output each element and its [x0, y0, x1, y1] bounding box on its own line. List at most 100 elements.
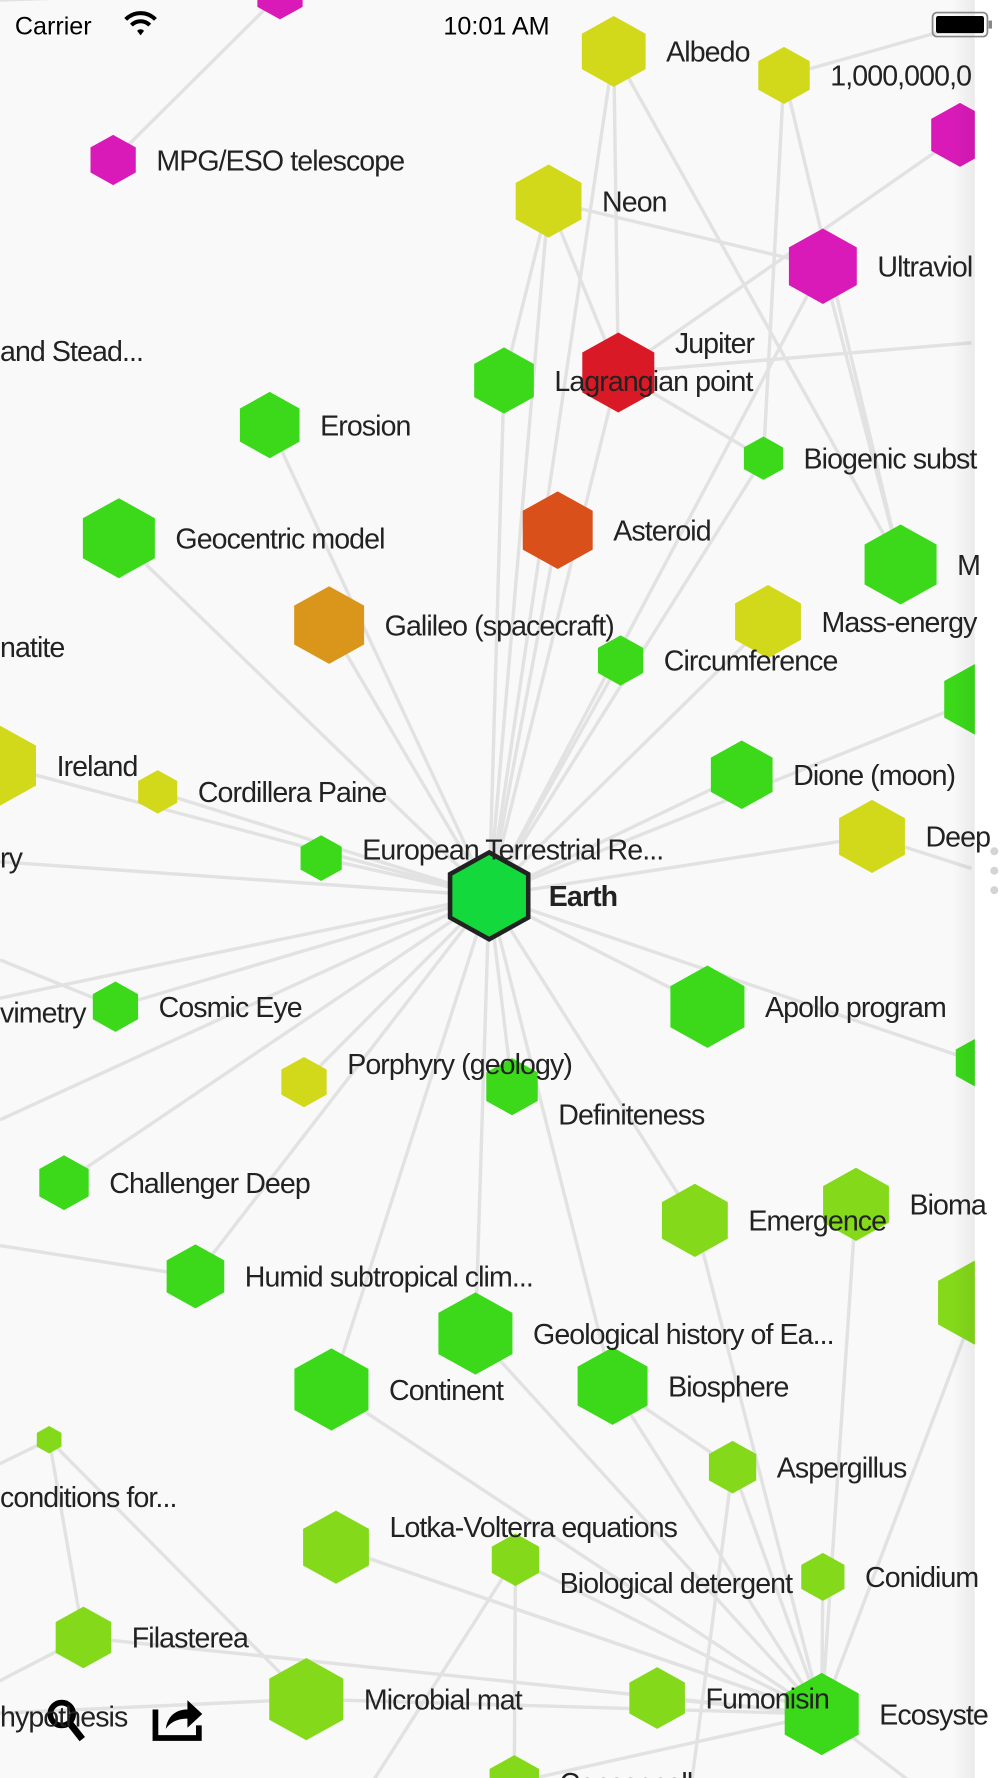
node-label[interactable]: Filasterea [132, 1623, 250, 1655]
hexagon-node-icon[interactable] [239, 391, 300, 459]
node-label[interactable]: ry [0, 842, 25, 874]
hexagon-node-icon[interactable] [303, 1510, 369, 1584]
node-label[interactable]: Earth [549, 881, 618, 913]
node-label[interactable]: Ultraviol [877, 252, 973, 284]
graph-edge [526, 1712, 823, 1778]
hexagon-node-icon[interactable] [294, 1348, 369, 1431]
node-label[interactable]: Erosion [320, 410, 411, 442]
hexagon-node-icon[interactable] [294, 586, 365, 664]
node-label[interactable]: Biological detergent [560, 1568, 794, 1600]
hexagon-node-icon[interactable] [661, 1183, 728, 1257]
node-label[interactable]: Geological history of Ea... [533, 1319, 835, 1351]
node-label[interactable]: vimetry [0, 998, 88, 1030]
node-label[interactable]: Ireland [57, 751, 139, 783]
hexagon-node-icon[interactable] [447, 849, 531, 942]
hexagon-node-icon[interactable] [577, 1347, 648, 1425]
graph-edge [47, 1439, 86, 1638]
node-label[interactable]: hypothesis [0, 1702, 129, 1734]
node-label[interactable]: MPG/ESO telescope [156, 145, 405, 177]
node-label[interactable]: conditions for... [0, 1482, 177, 1514]
hexagon-node-icon[interactable] [438, 1292, 513, 1375]
node-label[interactable]: Geocentric model [175, 523, 385, 555]
hexagon-node-icon[interactable] [708, 1440, 757, 1494]
node-label[interactable]: Porphyry (geology) [347, 1049, 573, 1081]
hexagon-node-icon[interactable] [710, 740, 773, 810]
node-label[interactable]: Galileo (spacecraft) [385, 610, 615, 642]
node-label[interactable]: Circumference [664, 646, 839, 678]
node-label[interactable]: Fumonisin [705, 1683, 829, 1715]
node-label[interactable]: Biogenic subst [804, 443, 979, 475]
node-label[interactable]: Conidium [865, 1562, 979, 1594]
search-button[interactable] [47, 1699, 85, 1742]
hexagon-node-icon[interactable] [55, 1606, 112, 1669]
node-label[interactable]: Bioma [909, 1190, 987, 1222]
node-label[interactable]: natite [0, 632, 65, 664]
hexagon-node-icon[interactable] [581, 15, 646, 87]
node-label[interactable]: 1,000,000,0 [830, 61, 972, 93]
hexagon-node-icon[interactable] [36, 1426, 62, 1454]
node-label[interactable]: Cordillera Paine [198, 777, 387, 809]
hexagon-node-icon[interactable] [670, 965, 745, 1048]
hexagon-node-icon[interactable] [864, 524, 937, 605]
node-label[interactable]: Lotka-Volterra equations [389, 1512, 678, 1544]
node-label[interactable]: Biosphere [668, 1371, 789, 1403]
hexagon-node-icon[interactable] [522, 491, 593, 570]
node-label[interactable]: Emergence [748, 1206, 887, 1238]
node-label[interactable]: Dione (moon) [793, 760, 956, 792]
side-handle[interactable] [990, 847, 999, 895]
node-label[interactable]: Humid subtropical clim... [245, 1262, 534, 1294]
hexagon-node-icon[interactable] [138, 770, 178, 814]
hexagon-node-icon[interactable] [597, 635, 644, 686]
node-label[interactable]: Challenger Deep [109, 1168, 310, 1200]
share-button[interactable] [152, 1700, 203, 1741]
hexagon-node-icon[interactable] [582, 332, 655, 413]
node-label[interactable]: Mass-energy [821, 607, 979, 639]
node-label[interactable]: Albedo [666, 37, 750, 69]
node-label[interactable]: M [957, 550, 981, 582]
hexagon-node-icon[interactable] [801, 1552, 845, 1601]
node-label[interactable]: Aspergillus [777, 1452, 908, 1484]
hexagon-node-icon[interactable] [823, 1167, 889, 1241]
node-label[interactable]: Cosmic Eye [159, 992, 303, 1024]
node-label[interactable]: European Terrestrial Re... [362, 834, 664, 866]
hexagon-node-icon[interactable] [788, 228, 857, 304]
hexagon-node-icon[interactable] [474, 347, 534, 414]
hexagon-node-icon[interactable] [735, 585, 801, 659]
node-label[interactable]: Asteroid [613, 515, 711, 547]
hexagon-node-icon[interactable] [257, 0, 303, 20]
hexagon-node-icon[interactable] [486, 1058, 538, 1116]
hexagon-node-icon[interactable] [166, 1244, 225, 1309]
node-label[interactable]: Lagrangian point [554, 366, 754, 398]
node-label[interactable]: and Stead... [0, 336, 144, 368]
hexagon-node-icon[interactable] [300, 835, 342, 882]
node-label[interactable]: Apollo program [765, 992, 947, 1024]
hexagon-node-icon[interactable] [0, 725, 36, 806]
node-label[interactable]: Jupiter [675, 328, 757, 360]
hexagon-node-icon[interactable] [90, 134, 136, 186]
hexagon-node-icon[interactable] [281, 1056, 327, 1108]
node-label[interactable]: Neon [602, 186, 668, 218]
hexagon-node-icon[interactable] [839, 799, 905, 874]
hexagon-node-icon[interactable] [92, 981, 139, 1032]
node-label[interactable]: Microbial mat [364, 1684, 524, 1716]
hexagon-node-icon[interactable] [39, 1155, 89, 1211]
hexagon-node-icon[interactable] [489, 1755, 539, 1778]
status-bar: Carrier 10:01 AM [15, 11, 992, 40]
graph-edge [820, 1303, 975, 1715]
node-label[interactable]: Deep [925, 822, 991, 854]
hexagon-node-icon[interactable] [784, 1672, 859, 1756]
hexagon-node-icon[interactable] [491, 1533, 540, 1587]
hexagon-node-icon[interactable] [629, 1667, 685, 1729]
hexagon-node-icon[interactable] [758, 46, 810, 104]
hexagon-node-icon[interactable] [515, 164, 582, 238]
hexagon-node-icon[interactable] [269, 1658, 344, 1741]
node-label[interactable]: Ecosyste [879, 1699, 988, 1731]
node-label[interactable]: Continent [389, 1375, 505, 1407]
wifi-icon [124, 11, 157, 36]
node-label[interactable]: Definiteness [558, 1099, 706, 1131]
hexagon-node-icon[interactable] [82, 498, 155, 579]
hexagon-node-icon[interactable] [743, 436, 783, 480]
node-label[interactable]: Cancer cell [560, 1768, 694, 1778]
